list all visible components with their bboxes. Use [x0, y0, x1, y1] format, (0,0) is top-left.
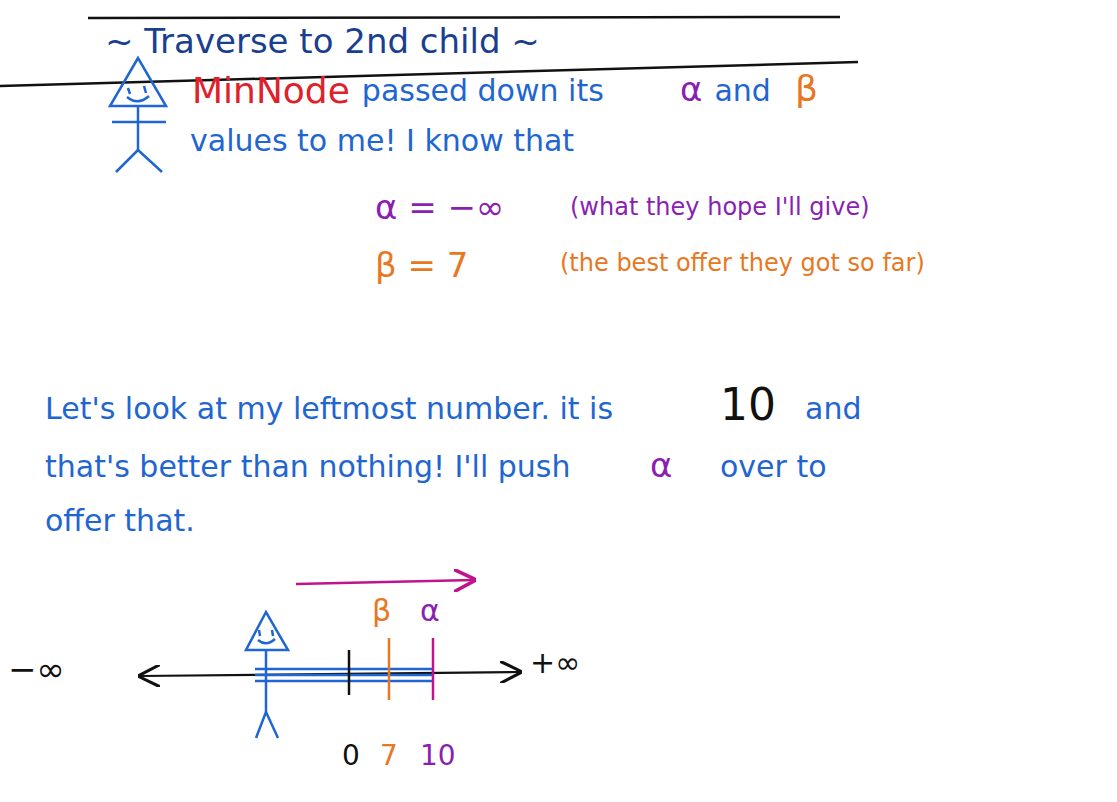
tick-label: 7 — [380, 740, 398, 772]
tick-label: 0 — [342, 740, 360, 772]
speech-text: values to me! I know that — [190, 124, 574, 159]
beta-note: (the best offer they got so far) — [560, 250, 925, 278]
alpha-symbol: α — [650, 446, 672, 485]
body-text: over to — [720, 450, 827, 485]
axis-end: +∞ — [530, 646, 580, 681]
tick-zero — [348, 650, 351, 695]
number-line — [140, 672, 520, 676]
stick-figure — [110, 58, 166, 172]
push-arrow — [296, 580, 474, 584]
beta-symbol: β — [795, 68, 818, 109]
tick-label: 10 — [420, 740, 456, 772]
tick-beta — [388, 638, 391, 700]
beta-value: β = 7 — [375, 246, 468, 285]
node-name: MinNode — [192, 70, 350, 111]
axis-end: −∞ — [8, 650, 65, 689]
leaf-number: 10 — [720, 380, 776, 431]
speech-text: passed down its — [362, 74, 604, 109]
body-text: and — [805, 392, 861, 427]
beta-marker: β — [372, 594, 391, 629]
speech-text: and — [714, 74, 770, 109]
body-text: that's better than nothing! I'll push — [45, 450, 571, 485]
alpha-note: (what they hope I'll give) — [570, 194, 870, 222]
alpha-value: α = −∞ — [375, 188, 504, 227]
body-text: offer that. — [45, 504, 195, 539]
body-text: Let's look at my leftmost number. it is — [45, 392, 613, 427]
slide-title: ~ Traverse to 2nd child ~ — [105, 22, 540, 61]
tick-alpha — [432, 638, 435, 700]
offer-band — [255, 669, 432, 681]
small-stick-figure — [246, 612, 288, 738]
alpha-marker: α — [420, 594, 440, 629]
alpha-symbol: α — [680, 70, 702, 109]
header-rule — [88, 17, 840, 18]
